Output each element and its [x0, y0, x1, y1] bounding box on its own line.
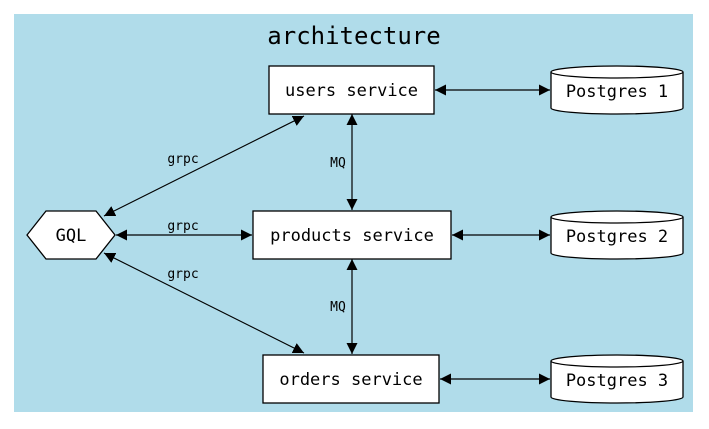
node-products-service-label: products service: [270, 226, 434, 246]
edge-label-gql-users: grpc: [167, 152, 198, 167]
node-postgres-2: Postgres 2: [550, 210, 684, 260]
node-postgres-2-label: Postgres 2: [566, 227, 668, 247]
diagram-title: architecture: [267, 22, 440, 50]
node-gql: GQL: [26, 210, 116, 260]
node-users-service: users service: [268, 65, 435, 115]
node-orders-service: orders service: [262, 354, 440, 404]
node-postgres-3: Postgres 3: [550, 354, 684, 404]
edge-label-users-products: MQ: [330, 156, 346, 171]
edge-label-gql-orders: grpc: [167, 267, 198, 282]
edge-label-products-orders: MQ: [330, 300, 346, 315]
node-users-service-label: users service: [285, 81, 418, 101]
node-products-service: products service: [252, 210, 452, 260]
node-orders-service-label: orders service: [279, 370, 422, 390]
edge-gql-users: [103, 115, 305, 217]
node-postgres-3-label: Postgres 3: [566, 371, 668, 391]
node-postgres-1: Postgres 1: [550, 65, 684, 115]
node-postgres-1-label: Postgres 1: [566, 82, 668, 102]
edge-gql-orders: [103, 252, 305, 354]
edge-label-gql-products: grpc: [167, 219, 198, 234]
node-gql-label: GQL: [56, 226, 87, 246]
